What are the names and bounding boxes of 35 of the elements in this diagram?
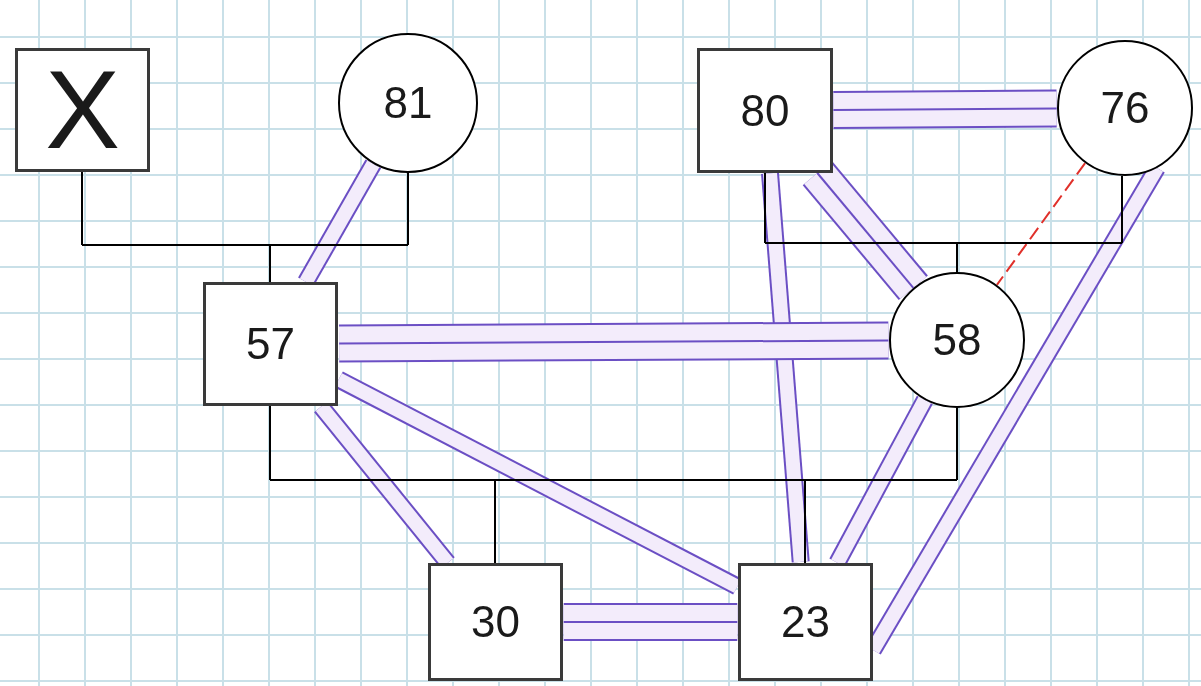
family-line [407,172,409,246]
age-label: 23 [781,600,830,644]
relationship-line [563,603,738,641]
family-line [764,242,958,244]
family-line [269,244,409,246]
family-line [81,171,83,246]
male-square [428,563,563,681]
age-label: X [45,54,120,166]
age-label: 58 [932,318,982,362]
relationship-line [339,321,889,363]
family-line [956,407,958,481]
age-label: 80 [740,88,790,133]
family-line [494,479,496,564]
family-line [956,242,958,273]
relationship-line [802,160,928,300]
male-square [697,48,833,173]
male-square [203,282,338,406]
male-square [15,48,150,172]
age-label: 81 [383,81,433,125]
age-label: 76 [1100,86,1150,130]
relationship-line [833,89,1057,129]
family-line [804,479,806,564]
family-line [804,479,958,481]
family-line [269,244,271,283]
age-label: 30 [471,600,520,644]
family-line [956,242,1123,244]
age-label: 57 [246,322,295,366]
family-line [81,244,271,246]
family-line [269,405,271,481]
family-line [494,479,806,481]
family-line [764,172,766,244]
male-square [738,563,873,681]
relationship-line [761,172,810,563]
family-line [269,479,496,481]
family-line [1121,175,1123,244]
